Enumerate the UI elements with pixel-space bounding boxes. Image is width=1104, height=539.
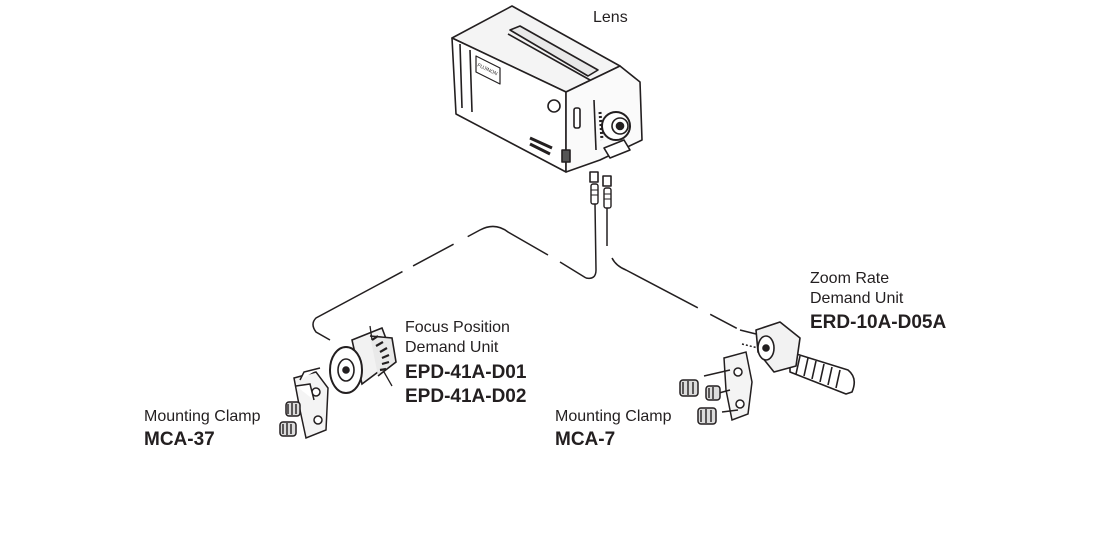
clamp-right-model: MCA-7 <box>555 429 616 450</box>
clamp-mca37-knob-top <box>285 401 301 417</box>
cable-plugs <box>590 183 612 209</box>
zoom-handle-grip <box>789 351 856 395</box>
zoom-demand-unit-illustration <box>739 321 856 395</box>
zoom-cable <box>606 208 741 331</box>
focus-cable <box>312 203 597 341</box>
focus-position-title-line1: Focus Position <box>405 319 510 336</box>
clamp-mca37-knob-bottom <box>279 421 297 437</box>
clamp-mca7-knob-top <box>679 379 699 397</box>
clamp-mca7-knob-bottom <box>697 407 717 425</box>
zoom-rate-model: ERD-10A-D05A <box>810 312 947 333</box>
focus-knob <box>369 335 397 377</box>
focus-demand-unit-illustration <box>329 325 397 394</box>
zoom-rate-title-line1: Zoom Rate <box>810 270 890 287</box>
clamp-mca37-illustration <box>279 367 329 440</box>
focus-position-title-line2: Demand Unit <box>405 339 499 356</box>
focus-position-model-1: EPD-41A-D01 <box>405 362 527 383</box>
clamp-mca7-knob-mid <box>705 385 721 401</box>
lens-illustration: FUJINON <box>451 5 643 187</box>
lens-label: Lens <box>593 9 628 26</box>
clamp-right-title: Mounting Clamp <box>555 408 672 425</box>
clamp-mca7-illustration <box>679 351 753 425</box>
clamp-left-model: MCA-37 <box>144 429 215 450</box>
focus-position-model-2: EPD-41A-D02 <box>405 386 527 407</box>
clamp-left-title: Mounting Clamp <box>144 408 261 425</box>
zoom-rate-title-line2: Demand Unit <box>810 290 904 307</box>
